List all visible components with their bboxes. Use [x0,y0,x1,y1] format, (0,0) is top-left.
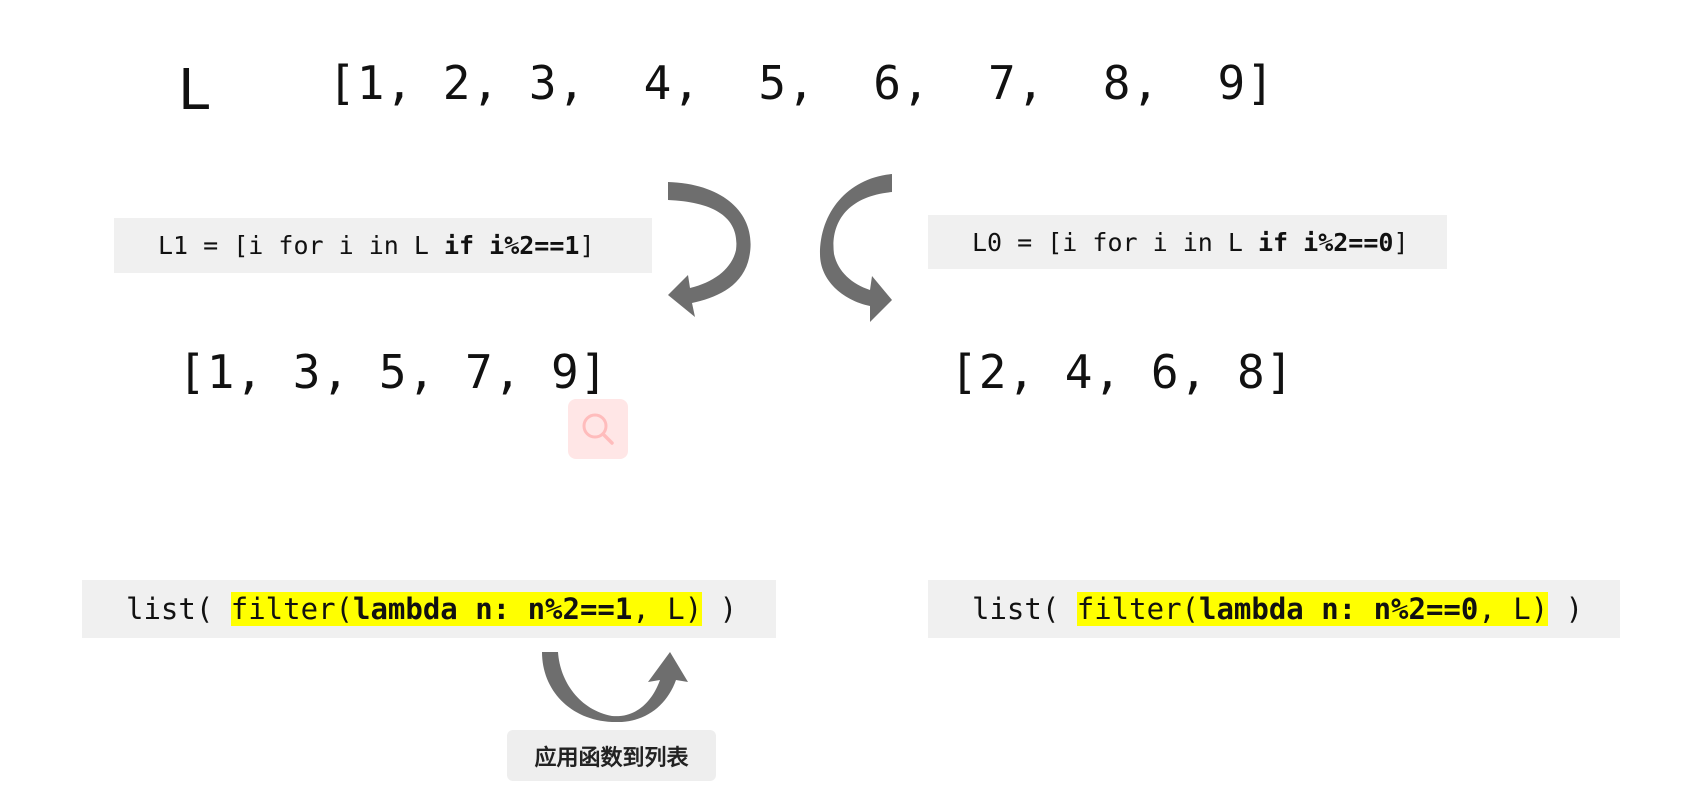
even-filter-call: filter( [1076,592,1199,626]
even-filter-lambda: lambda n: n%2==0 [1198,592,1479,626]
even-comp-suffix: ] [1393,227,1409,257]
variable-L-label: L [178,58,210,123]
odd-filter-arg: , L) [632,592,703,626]
curved-arrow-left-icon [660,180,760,330]
curved-arrow-right-icon [818,172,898,332]
even-filter-suffix: ) [1548,592,1584,626]
odd-filter-highlight: filter(lambda n: n%2==1, L) [230,592,703,626]
even-filter-highlight: filter(lambda n: n%2==0, L) [1076,592,1549,626]
even-comprehension-code: L0 = [i for i in L if i%2==0] [928,215,1447,269]
even-filter-code: list( filter(lambda n: n%2==0, L) ) [928,580,1620,638]
odd-result-list: [1, 3, 5, 7, 9] [178,345,609,399]
odd-filter-code: list( filter(lambda n: n%2==1, L) ) [82,580,776,638]
odd-comp-condition: if i%2==1 [443,231,580,260]
even-comp-prefix: L0 = [i for i in L [972,227,1258,257]
search-icon [582,413,614,445]
odd-filter-prefix: list( [126,592,231,626]
odd-filter-suffix: ) [702,592,738,626]
even-filter-arg: , L) [1478,592,1549,626]
even-comp-condition: if i%2==0 [1257,227,1394,257]
odd-comp-suffix: ] [579,231,595,260]
u-turn-arrow-icon [540,652,690,722]
even-filter-prefix: list( [972,592,1077,626]
even-result-list: [2, 4, 6, 8] [950,345,1295,399]
apply-function-note: 应用函数到列表 [507,730,716,781]
odd-comprehension-code: L1 = [i for i in L if i%2==1] [114,218,652,273]
odd-filter-lambda: lambda n: n%2==1 [352,592,633,626]
odd-comp-prefix: L1 = [i for i in L [158,231,444,260]
source-list: [1, 2, 3, 4, 5, 6, 7, 8, 9] [328,56,1275,110]
search-button[interactable] [568,399,628,459]
odd-filter-call: filter( [230,592,353,626]
